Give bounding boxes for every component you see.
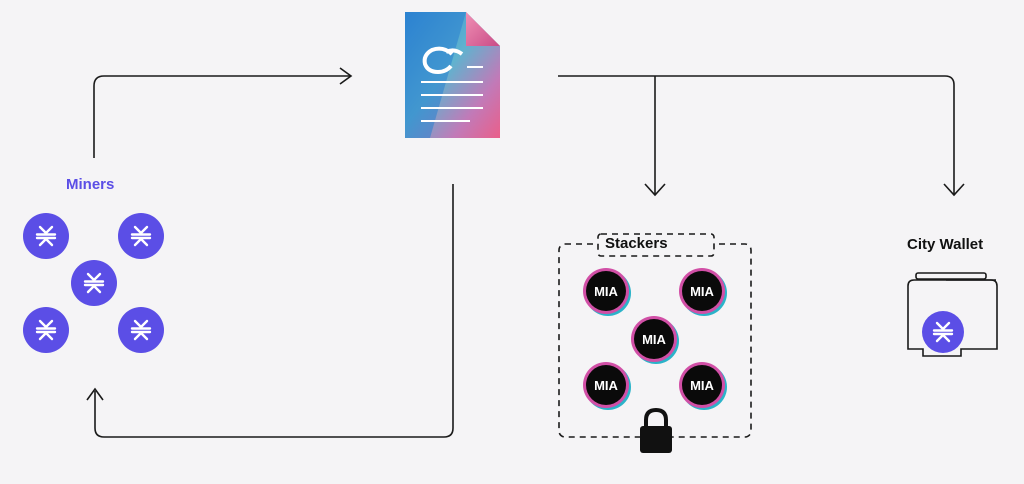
mia-coin: MIA <box>586 365 626 405</box>
stx-icon <box>35 319 57 341</box>
city-wallet-icon <box>907 272 998 357</box>
stackers-label: Stackers <box>605 235 668 252</box>
stx-icon <box>932 321 954 343</box>
miner-coin-icon <box>71 260 117 306</box>
arrowhead-down-wallet <box>943 183 965 197</box>
mia-coin: MIA <box>682 271 722 311</box>
stx-icon <box>130 225 152 247</box>
mia-coin: MIA <box>682 365 722 405</box>
contract-document-icon <box>405 12 500 138</box>
wallet-coin-icon <box>922 311 964 353</box>
arrow-contract-to-miners <box>94 184 454 438</box>
city-wallet-label: City Wallet <box>907 236 984 253</box>
miner-coin-icon <box>118 213 164 259</box>
mia-coin: MIA <box>634 319 674 359</box>
stx-icon <box>83 272 105 294</box>
mia-coin: MIA <box>586 271 626 311</box>
arrowhead-up <box>86 387 104 401</box>
arrow-miners-to-contract <box>93 75 350 158</box>
miner-coin-icon <box>118 307 164 353</box>
stx-icon <box>35 225 57 247</box>
arrowhead-down-stackers <box>644 183 666 197</box>
lock-icon <box>640 407 672 453</box>
miner-coin-icon <box>23 213 69 259</box>
arrow-contract-to-wallet <box>558 75 955 194</box>
miner-coin-icon <box>23 307 69 353</box>
stx-icon <box>130 319 152 341</box>
stackers-label-box <box>597 233 715 257</box>
arrowhead-right <box>339 67 353 85</box>
miners-label: Miners <box>66 176 115 193</box>
